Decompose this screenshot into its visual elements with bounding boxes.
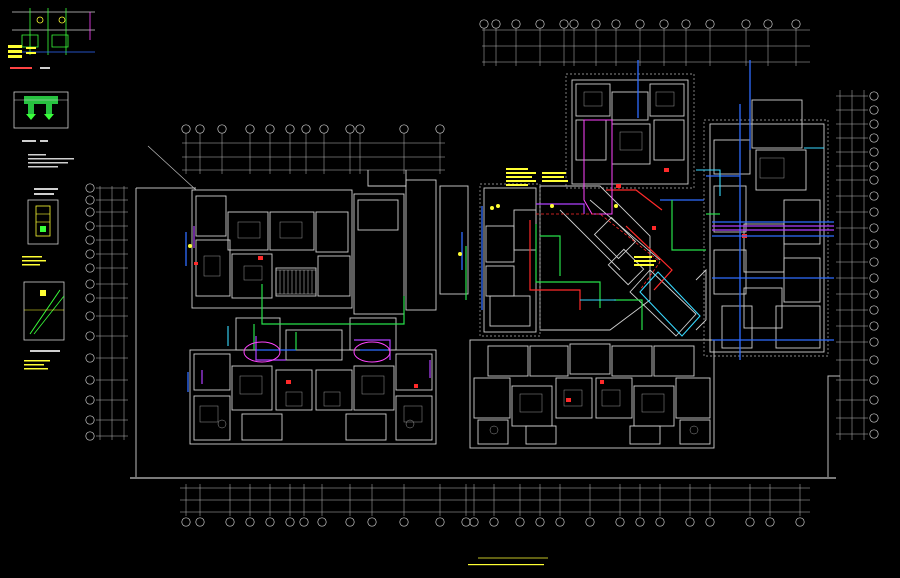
grid-axis-bubble-icon [85, 311, 95, 321]
grid-axis-bubble-icon [765, 517, 775, 527]
grid-axis-bubble-icon [435, 517, 445, 527]
grid-axis-bubble-icon [367, 517, 377, 527]
grid-axis-bubble-icon [869, 161, 879, 171]
grid-axis-bubble-icon [615, 517, 625, 527]
grid-axis-bubble-icon [869, 191, 879, 201]
left-dimension-chain [99, 186, 125, 440]
grid-axis-bubble-icon [795, 517, 805, 527]
right-building-lower [469, 339, 715, 449]
slope-section-detail [23, 281, 65, 370]
drain-pipes [253, 200, 720, 350]
grid-axis-bubble-icon [869, 321, 879, 331]
grid-axis-bubble-icon [869, 273, 879, 283]
grid-axis-bubble-icon [869, 105, 879, 115]
grid-axis-bubble-icon [317, 517, 327, 527]
grid-axis-bubble-icon [85, 395, 95, 405]
grid-axis-bubble-icon [535, 517, 545, 527]
grid-axis-bubble-icon [489, 517, 499, 527]
grid-axis-bubble-icon [85, 431, 95, 441]
grid-axis-bubble-icon [869, 413, 879, 423]
right-dimension-chain [839, 90, 865, 440]
riser-diagram-annotations [8, 45, 50, 69]
grid-axis-bubble-icon [195, 517, 205, 527]
grid-axis-bubble-icon [635, 517, 645, 527]
grid-axis-bubble-icon [85, 279, 95, 289]
grid-axis-bubble-icon [461, 517, 471, 527]
pump-detail-box [13, 91, 69, 142]
drawing-title-block [468, 557, 548, 566]
grid-axis-bubble-icon [265, 517, 275, 527]
grid-axis-bubble-icon [85, 353, 95, 363]
grid-axis-bubble-icon [869, 91, 879, 101]
grid-axis-bubble-icon [85, 375, 95, 385]
grid-axis-bubble-icon [869, 133, 879, 143]
legend-detail-column [8, 8, 95, 370]
right-building-fixtures [489, 91, 785, 435]
grid-axis-bubble-icon [85, 207, 95, 217]
grid-axis-bubble-icon [85, 221, 95, 231]
grid-axis-bubble-icon [85, 249, 95, 259]
grid-axis-bubble-icon [745, 517, 755, 527]
yellow-annotation-blocks [188, 168, 656, 266]
grid-axis-bubble-icon [869, 355, 879, 365]
grid-axis-bubble-icon [299, 517, 309, 527]
grid-axis-bubble-icon [85, 293, 95, 303]
grid-axis-bubble-icon [285, 517, 295, 527]
pump-detail-notes [28, 154, 74, 168]
left-building-stair [275, 269, 317, 295]
left-building-fixtures [199, 221, 423, 429]
grid-axis-bubble-icon [181, 517, 191, 527]
red-dashed-route [536, 213, 661, 291]
right-building-tower [565, 73, 829, 357]
cold-water-pipes [185, 60, 834, 392]
site-boundary [130, 145, 840, 479]
left-building-redmarks [194, 256, 418, 388]
grid-axis-bubble-icon [85, 183, 95, 193]
grid-axis-bubble-icon [869, 395, 879, 405]
grid-axis-bubble-icon [869, 375, 879, 385]
grid-axis-bubble-icon [869, 119, 879, 129]
grid-axis-bubble-icon [869, 207, 879, 217]
grid-axis-bubble-icon [655, 517, 665, 527]
grid-axis-bubble-icon [399, 517, 409, 527]
grid-axis-bubble-icon [225, 517, 235, 527]
grid-axis-bubble-icon [869, 147, 879, 157]
grid-axis-bubble-icon [869, 239, 879, 249]
grid-axis-bubble-icon [85, 263, 95, 273]
grid-axis-bubble-icon [869, 289, 879, 299]
grid-axis-bubble-icon [585, 517, 595, 527]
vent-pipes [193, 203, 834, 384]
left-building-lower [189, 317, 437, 445]
bottom-dimension-chain [180, 487, 810, 513]
grid-axis-bubble-icon [869, 429, 879, 439]
grid-axis-bubble-icon [869, 337, 879, 347]
grid-axis-bubble-icon [469, 517, 479, 527]
grid-axis-bubble-icon [869, 257, 879, 267]
magenta-riser-zone [243, 119, 613, 363]
manhole-detail [22, 188, 59, 266]
grid-axis-bubble-icon [705, 517, 715, 527]
grid-axis-bubble-icon [85, 235, 95, 245]
grid-axis-bubble-icon [85, 195, 95, 205]
grid-axis-bubble-icon [869, 223, 879, 233]
grid-axis-bubble-icon [85, 415, 95, 425]
grid-axis-bubble-icon [869, 305, 879, 315]
grid-axis-bubble-icon [85, 331, 95, 341]
riser-diagram-detail [12, 8, 95, 55]
grid-axis-bubble-icon [345, 517, 355, 527]
grid-axis-bubble-icon [515, 517, 525, 527]
grid-axis-bubbles [85, 19, 879, 527]
grid-axis-bubble-icon [685, 517, 695, 527]
grid-axis-bubble-icon [869, 175, 879, 185]
grid-axis-bubble-icon [245, 517, 255, 527]
grid-axis-bubble-icon [555, 517, 565, 527]
top-dimension-chain-left [182, 142, 445, 171]
top-dimension-chain-right [482, 29, 810, 63]
cyan-lines [227, 147, 824, 346]
